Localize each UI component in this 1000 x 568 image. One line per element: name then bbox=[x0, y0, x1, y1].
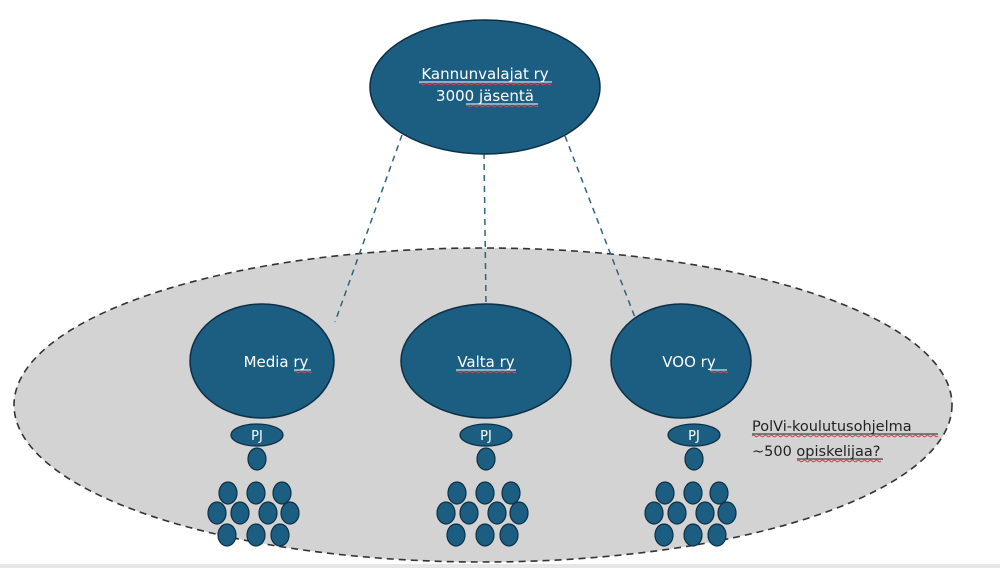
spellcheck-squiggle bbox=[293, 370, 313, 374]
chair-label: PJ bbox=[480, 429, 492, 444]
member-circle bbox=[436, 501, 456, 525]
top-node-shape bbox=[369, 19, 601, 155]
member-circle bbox=[695, 501, 715, 525]
group-label-line2: ~500 opiskelijaa? bbox=[752, 444, 880, 460]
member-circle bbox=[717, 501, 737, 525]
spellcheck-squiggle bbox=[709, 370, 729, 374]
member-circle bbox=[270, 523, 290, 547]
member-circle bbox=[230, 501, 250, 525]
member-circle bbox=[644, 501, 664, 525]
member-circle bbox=[509, 501, 529, 525]
member-circle bbox=[446, 523, 466, 547]
spellcheck-squiggle bbox=[796, 459, 882, 463]
member-circle bbox=[218, 481, 238, 505]
chair-pill-voo: PJ bbox=[667, 423, 721, 447]
chair-pill-media: PJ bbox=[230, 423, 284, 447]
member-circle bbox=[246, 481, 266, 505]
group-label: PolVi-koulutusohjelma ~500 opiskelijaa? bbox=[751, 419, 939, 463]
spellcheck-squiggle bbox=[751, 434, 939, 438]
member-circle bbox=[501, 481, 521, 505]
org-node-voo[interactable]: VOO ry bbox=[610, 303, 752, 419]
member-circle bbox=[207, 501, 227, 525]
org-node-shape bbox=[610, 303, 752, 419]
member-circle bbox=[707, 523, 727, 547]
member-circle bbox=[246, 523, 266, 547]
member-circle bbox=[655, 481, 675, 505]
spellcheck-squiggle bbox=[465, 104, 539, 108]
member-circle bbox=[654, 523, 674, 547]
spellcheck-squiggle bbox=[418, 82, 552, 86]
member-circle bbox=[683, 481, 703, 505]
top-node-subtitle: 3000 jäsentä bbox=[436, 87, 534, 105]
member-circle bbox=[475, 523, 495, 547]
group-label-line1: PolVi-koulutusohjelma bbox=[752, 419, 912, 435]
chair-pill-valta: PJ bbox=[459, 423, 513, 447]
member-circle bbox=[709, 481, 729, 505]
org-node-label: Valta ry bbox=[457, 353, 514, 371]
chair-member-circle bbox=[247, 447, 267, 471]
chair-label: PJ bbox=[688, 429, 700, 444]
member-circle bbox=[487, 501, 507, 525]
chair-member-circle bbox=[684, 447, 704, 471]
org-node-valta[interactable]: Valta ry bbox=[400, 303, 572, 419]
member-circle bbox=[447, 481, 467, 505]
member-circle bbox=[499, 523, 519, 547]
member-circle bbox=[272, 481, 292, 505]
top-node-title: Kannunvalajat ry bbox=[421, 65, 548, 83]
org-node-label: VOO ry bbox=[662, 353, 716, 371]
chair-member-circle bbox=[476, 447, 496, 471]
chair-label: PJ bbox=[251, 429, 263, 444]
org-node-media[interactable]: Media ry bbox=[189, 303, 335, 419]
connector-media bbox=[334, 134, 403, 323]
org-node-shape bbox=[400, 303, 572, 419]
member-circle bbox=[459, 501, 479, 525]
spellcheck-squiggle bbox=[455, 370, 517, 374]
connector-valta bbox=[483, 152, 487, 305]
member-circle bbox=[683, 523, 703, 547]
top-node-kannunvalajat[interactable]: Kannunvalajat ry 3000 jäsentä bbox=[369, 19, 601, 155]
org-node-shape bbox=[189, 303, 335, 419]
member-circle bbox=[280, 501, 300, 525]
member-circles bbox=[207, 447, 737, 547]
org-node-label: Media ry bbox=[244, 353, 309, 371]
member-circle bbox=[667, 501, 687, 525]
member-circle bbox=[217, 523, 237, 547]
member-circle bbox=[475, 481, 495, 505]
member-circle bbox=[258, 501, 278, 525]
bottom-divider bbox=[0, 564, 1000, 568]
